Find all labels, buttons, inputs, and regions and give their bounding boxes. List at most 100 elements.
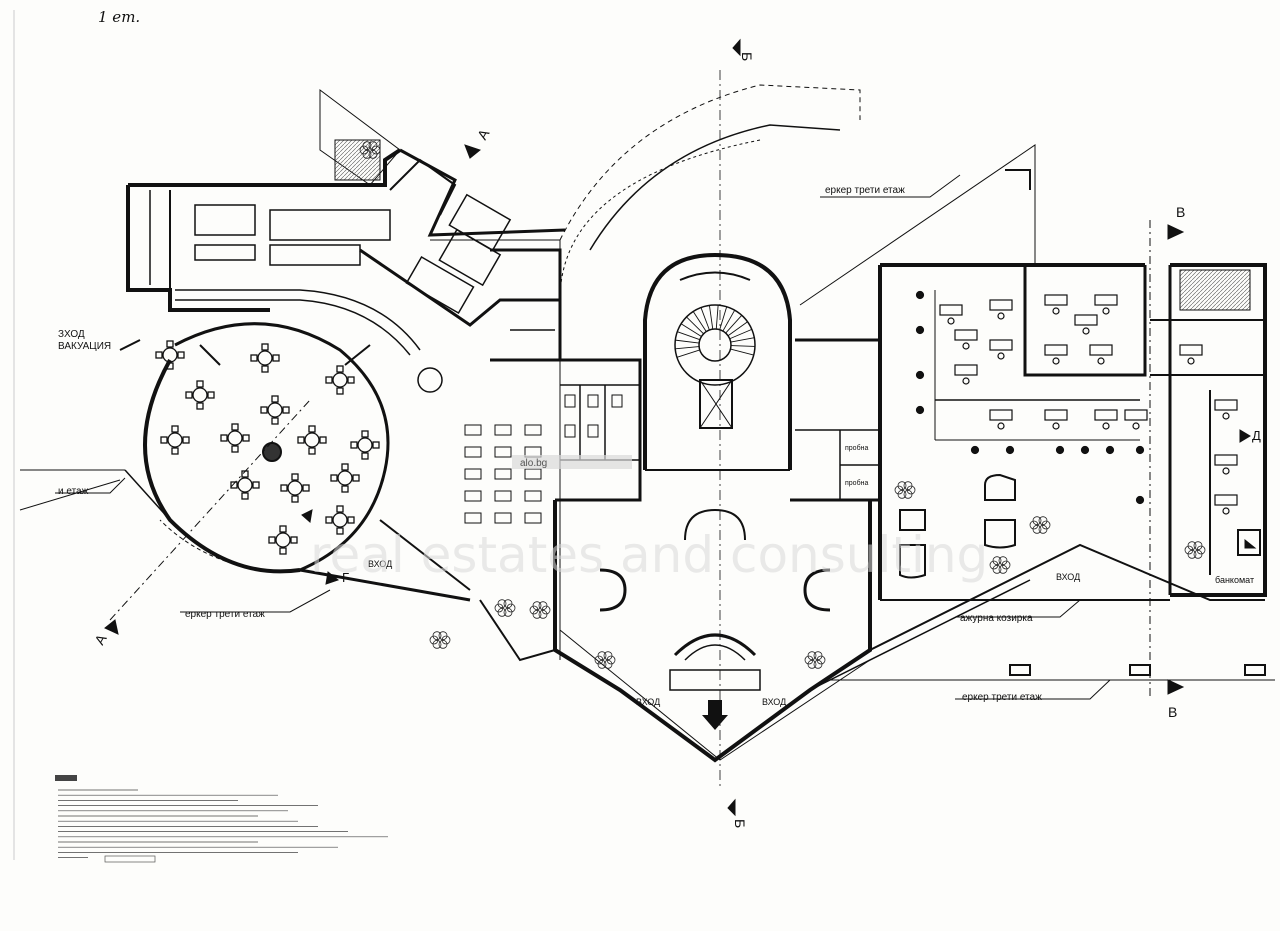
office-chair	[1082, 327, 1090, 335]
planter-leaf	[359, 145, 369, 155]
chair	[291, 495, 299, 503]
chair	[242, 434, 250, 442]
office-chair	[997, 422, 1005, 430]
planter-leaf	[807, 659, 817, 669]
dining-table	[304, 432, 320, 448]
planter-leaf	[532, 609, 542, 619]
chair	[319, 436, 327, 444]
dining-table	[267, 402, 283, 418]
chair	[231, 423, 239, 431]
stair-tread	[719, 306, 728, 330]
chair	[341, 485, 349, 493]
planter-leaf	[1032, 516, 1042, 526]
chair	[280, 484, 288, 492]
label-bay-bottom: еркер трети етаж	[962, 692, 1042, 703]
chair	[347, 376, 355, 384]
chair	[282, 406, 290, 414]
office-desk	[989, 409, 1013, 421]
planter-leaf	[1187, 541, 1197, 551]
planter-leaf	[503, 599, 513, 609]
chair	[336, 505, 344, 513]
dining-table	[162, 347, 178, 363]
section-g-left: Г	[342, 570, 349, 585]
chair	[352, 474, 360, 482]
planters	[359, 141, 1206, 669]
dining-table	[257, 350, 273, 366]
stair-tread	[692, 311, 707, 332]
planter-leaf	[429, 635, 439, 645]
chair	[171, 425, 179, 433]
column	[915, 325, 925, 335]
label-evac-exit: ЗХОД	[58, 329, 85, 340]
dining-table	[332, 512, 348, 528]
office-chair	[947, 317, 955, 325]
dining-table	[332, 372, 348, 388]
column	[1080, 445, 1090, 455]
chair	[341, 463, 349, 471]
watermark-text: real estates and consulting	[310, 526, 988, 584]
office-desk	[939, 304, 963, 316]
label-leaders	[55, 174, 1111, 700]
chair	[261, 365, 269, 373]
stair-tread	[675, 339, 700, 344]
planter-leaf	[368, 141, 378, 151]
section-a-bottom: А	[91, 631, 110, 648]
section-v-bottom: В	[1168, 704, 1177, 720]
office-chair	[1052, 307, 1060, 315]
planter-leaf	[603, 651, 613, 661]
chair	[268, 536, 276, 544]
dining-table	[237, 477, 253, 493]
planter-leaf	[441, 635, 451, 645]
planter-leaf	[503, 607, 513, 617]
chair	[291, 473, 299, 481]
office-desk	[1044, 409, 1068, 421]
legend-notes	[55, 775, 388, 863]
chair	[196, 402, 204, 410]
chair	[196, 380, 204, 388]
office-desk	[1214, 454, 1238, 466]
cafe-table	[524, 512, 542, 524]
dining-table	[167, 432, 183, 448]
label-fitting-room-2: пробна	[845, 479, 868, 487]
planter-leaf	[804, 655, 814, 665]
planter-leaf	[1193, 549, 1203, 559]
planter-leaf	[438, 639, 448, 649]
chair	[297, 436, 305, 444]
chair	[336, 365, 344, 373]
office-chair	[1222, 412, 1230, 420]
planter-leaf	[897, 489, 907, 499]
stair-tread	[700, 307, 710, 331]
chair	[182, 436, 190, 444]
stair-tread	[722, 309, 736, 332]
label-entrance-right: ВХОД	[1056, 572, 1080, 582]
stair-tread	[686, 316, 704, 335]
planter-leaf	[538, 601, 548, 611]
office-desk	[1074, 314, 1098, 326]
office-desk	[1094, 409, 1118, 421]
planter-leaf	[1001, 560, 1011, 570]
column	[1055, 445, 1065, 455]
chair	[160, 436, 168, 444]
column	[915, 290, 925, 300]
dining-table	[227, 430, 243, 446]
planter-leaf	[497, 599, 507, 609]
planter-leaf	[506, 603, 516, 613]
column	[915, 370, 925, 380]
label-bay-top: еркер трети етаж	[825, 185, 905, 196]
chair	[290, 536, 298, 544]
planter-leaf	[494, 603, 504, 613]
chair	[302, 484, 310, 492]
cafe-table	[494, 468, 512, 480]
planter-leaf	[807, 651, 817, 661]
central-lobby	[464, 70, 882, 790]
stair-tread	[708, 305, 714, 330]
office-chair	[1102, 422, 1110, 430]
label-fitting-room-1: пробна	[845, 444, 868, 452]
chair	[230, 481, 238, 489]
plan-labels: 1 ет. ЗХОД ВАКУАЦИЯ и етаж еркер трети е…	[58, 8, 1261, 828]
label-floor-left: и етаж	[58, 486, 89, 497]
stair-tread	[725, 314, 743, 334]
chair	[261, 343, 269, 351]
